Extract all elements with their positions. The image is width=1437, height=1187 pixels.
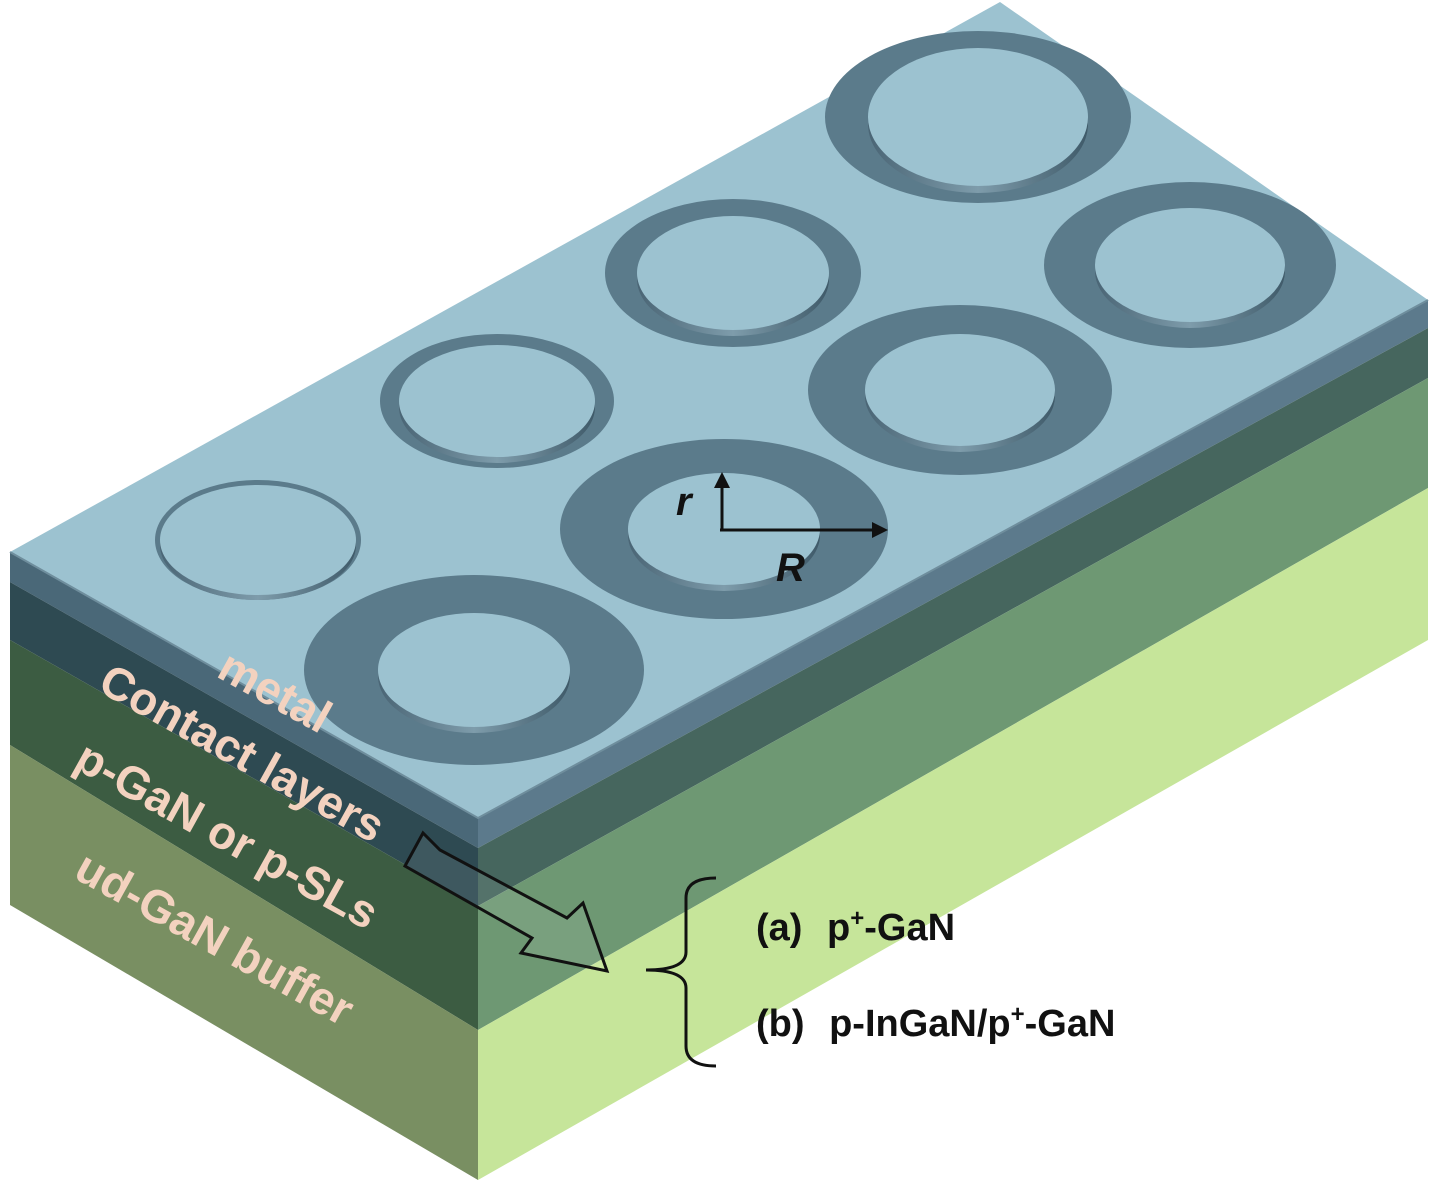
ring-electrode-icon (825, 31, 1131, 203)
pgan-layer-right (478, 378, 1428, 1030)
option-a-label: (a) p+-GaN (756, 905, 955, 949)
contact-layer-left (10, 582, 478, 906)
pgan-layer-left (10, 640, 478, 1030)
ring-electrode-icon (155, 480, 361, 600)
curly-brace-icon (645, 876, 717, 1068)
ring-electrode-icon (808, 305, 1112, 475)
contact-layer-right (478, 328, 1428, 906)
metal-layer-left (10, 552, 478, 848)
buffer-layer-left (10, 745, 478, 1180)
outer-radius-arrowhead (872, 522, 888, 538)
pointer-arrow-icon (402, 830, 610, 974)
ring-electrode-icon (1044, 182, 1336, 348)
buffer-layer-right (478, 488, 1428, 1180)
radius-indicator (714, 472, 888, 538)
ring-electrode-icon (605, 199, 861, 347)
right-side-face (478, 300, 1428, 1180)
outer-radius-label: R (776, 546, 805, 590)
ring-electrode-icon (304, 575, 644, 765)
inner-radius-arrowhead (714, 472, 730, 488)
metal-layer-right (478, 300, 1428, 848)
electrode-array (155, 31, 1336, 765)
ring-electrode-icon (380, 334, 614, 468)
inner-radius-label: r (676, 480, 694, 524)
option-b-label: (b) p-InGaN/p+-GaN (756, 1001, 1115, 1045)
top-front-edge (9, 299, 1429, 820)
left-side-face (10, 552, 478, 1180)
